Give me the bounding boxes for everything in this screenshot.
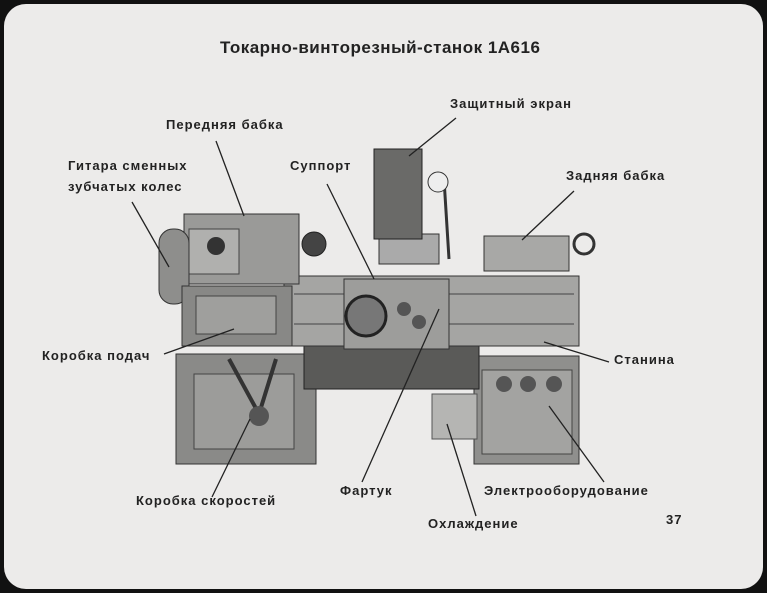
page-number: 37: [666, 512, 683, 527]
label-headstock: Передняя бабка: [166, 117, 284, 132]
gear-guitar: [158, 228, 190, 305]
label-protective-screen: Защитный экран: [450, 96, 572, 111]
filmstrip-slide: Токарно-винторезный-станок 1А616 Защитны…: [4, 4, 763, 589]
lathe-illustration: [131, 117, 610, 517]
protective-screen: [373, 148, 423, 240]
label-coolant: Охлаждение: [428, 516, 519, 531]
label-feed-box: Коробка подач: [42, 348, 151, 363]
label-speed-box: Коробка скоростей: [136, 493, 277, 508]
label-carriage: Суппорт: [290, 158, 352, 173]
page-title: Токарно-винторезный-станок 1А616: [220, 38, 541, 57]
label-tailstock: Задняя бабка: [566, 168, 666, 183]
coolant-tank: [431, 393, 478, 440]
label-bed: Станина: [614, 352, 675, 367]
leader-lines: [131, 117, 610, 517]
label-gear-guitar-line2: зубчатых колес: [68, 179, 183, 194]
label-apron: Фартук: [340, 483, 393, 498]
tailstock: [483, 235, 570, 272]
label-electrical: Электрооборудование: [484, 483, 649, 498]
label-gear-guitar-line1: Гитара сменных: [68, 158, 188, 173]
